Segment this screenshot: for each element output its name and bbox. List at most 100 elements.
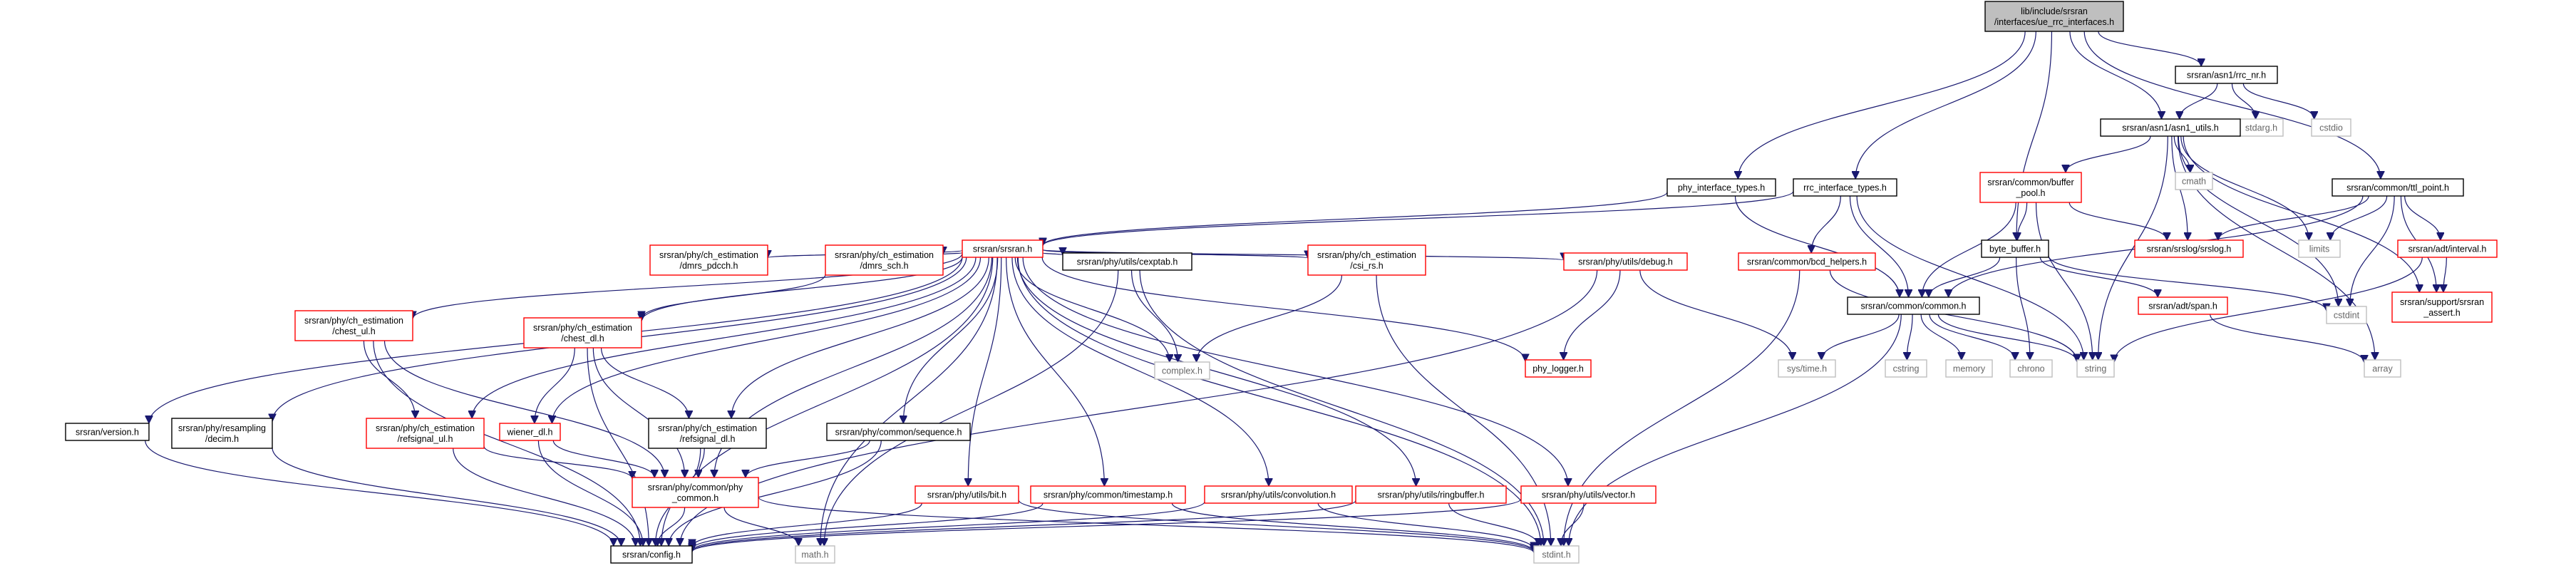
edge-srsran_h-to-cexptab bbox=[1042, 253, 1063, 256]
node-span[interactable]: srsran/adt/span.h bbox=[2138, 296, 2228, 315]
node-cstdio: cstdio bbox=[2311, 118, 2351, 137]
edge-interval-to-string bbox=[2114, 257, 2423, 362]
edge-asn1_utils-to-string bbox=[2098, 135, 2168, 360]
node-label: srsran/phy/common/timestamp.h bbox=[1044, 490, 1173, 500]
node-buffer-pool[interactable]: srsran/common/buffer_pool.h bbox=[1979, 172, 2082, 203]
node-label: srsran/phy/common/phy bbox=[648, 482, 743, 492]
node-bit[interactable]: srsran/phy/utils/bit.h bbox=[915, 485, 1019, 504]
node-memory: memory bbox=[1945, 359, 1993, 378]
edge-srsran_h-to-bit bbox=[968, 257, 1002, 486]
node-label: cstdio bbox=[2319, 123, 2343, 133]
node-rrc-nr[interactable]: srsran/asn1/rrc_nr.h bbox=[2175, 66, 2278, 84]
node-label: complex.h bbox=[1162, 366, 1202, 376]
node-box bbox=[294, 310, 413, 341]
node-box bbox=[1533, 545, 1580, 564]
node-stdarg: stdarg.h bbox=[2239, 118, 2284, 137]
node-box bbox=[632, 477, 759, 508]
node-common-h[interactable]: srsran/common/common.h bbox=[1847, 296, 1980, 315]
node-label: srsran/version.h bbox=[76, 428, 139, 438]
edge-asn1_utils-to-cmath bbox=[2173, 135, 2190, 172]
node-decim[interactable]: srsran/phy/resampling/decim.h bbox=[171, 418, 273, 449]
node-dmrs-pdcch[interactable]: srsran/phy/ch_estimation/dmrs_pdcch.h bbox=[649, 244, 768, 276]
node-version[interactable]: srsran/version.h bbox=[65, 423, 150, 441]
edge-srsran_h-to-convolution bbox=[1011, 257, 1269, 486]
node-box bbox=[1738, 252, 1876, 271]
node-label: /chest_ul.h bbox=[332, 326, 376, 336]
node-phy-logger[interactable]: phy_logger.h bbox=[1525, 359, 1592, 378]
node-math: math.h bbox=[795, 545, 835, 564]
node-box bbox=[1520, 485, 1657, 504]
node-ttl-point[interactable]: srsran/common/ttl_point.h bbox=[2332, 178, 2464, 197]
node-chest-ul[interactable]: srsran/phy/ch_estimation/chest_ul.h bbox=[294, 310, 413, 341]
edge-cexptab-to-complex bbox=[1130, 269, 1178, 362]
edge-byte_buffer-to-span bbox=[2039, 257, 2158, 298]
node-box bbox=[65, 423, 150, 441]
node-label: srsran/adt/span.h bbox=[2148, 301, 2217, 311]
node-vector[interactable]: srsran/phy/utils/vector.h bbox=[1520, 485, 1657, 504]
node-phy-interface-types[interactable]: phy_interface_types.h bbox=[1666, 178, 1776, 197]
node-byte-buffer[interactable]: byte_buffer.h bbox=[1981, 239, 2049, 258]
edge-bit-to-config bbox=[692, 502, 922, 547]
edge-ttl_point-to-srslog bbox=[2218, 195, 2369, 241]
node-box bbox=[1885, 359, 1927, 378]
node-box bbox=[1030, 485, 1186, 504]
edge-srsran_h-to-phy_logger bbox=[1041, 257, 1525, 361]
node-debug[interactable]: srsran/phy/utils/debug.h bbox=[1563, 252, 1688, 271]
edge-buffer_pool-to-srslog bbox=[2068, 202, 2167, 241]
node-config[interactable]: srsran/config.h bbox=[610, 545, 693, 564]
node-bcd-helpers[interactable]: srsran/common/bcd_helpers.h bbox=[1738, 252, 1876, 271]
node-asn1-utils[interactable]: srsran/asn1/asn1_utils.h bbox=[2100, 118, 2241, 137]
node-label: srsran/phy/ch_estimation bbox=[658, 423, 757, 433]
node-label: rrc_interface_types.h bbox=[1803, 183, 1887, 193]
node-box bbox=[795, 545, 835, 564]
node-array: array bbox=[2364, 359, 2401, 378]
node-label: srsran/config.h bbox=[622, 550, 681, 560]
edge-vector-to-config bbox=[692, 498, 1522, 552]
node-csi-rs[interactable]: srsran/phy/ch_estimation/csi_rs.h bbox=[1307, 244, 1426, 276]
node-box bbox=[1984, 1, 2124, 32]
node-box bbox=[2138, 296, 2228, 315]
node-label: _assert.h bbox=[2423, 308, 2460, 318]
node-convolution[interactable]: srsran/phy/utils/convolution.h bbox=[1204, 485, 1353, 504]
node-box bbox=[499, 423, 561, 441]
node-chest-dl[interactable]: srsran/phy/ch_estimation/chest_dl.h bbox=[523, 317, 642, 348]
node-label: phy_logger.h bbox=[1532, 364, 1584, 374]
node-label: lib/include/srsran bbox=[2021, 6, 2088, 16]
node-label: srsran/phy/utils/convolution.h bbox=[1221, 490, 1336, 500]
node-cexptab[interactable]: srsran/phy/utils/cexptab.h bbox=[1062, 252, 1192, 271]
edge-rrc_nr-to-asn1_utils bbox=[2180, 83, 2218, 120]
node-label: stdarg.h bbox=[2245, 123, 2277, 133]
edge-root-to-rrc_interface_types bbox=[1855, 31, 2036, 179]
node-srsran-assert[interactable]: srsran/support/srsran_assert.h bbox=[2391, 291, 2493, 323]
node-rrc-interface-types[interactable]: rrc_interface_types.h bbox=[1793, 178, 1897, 197]
node-refsignal-ul[interactable]: srsran/phy/ch_estimation/refsignal_ul.h bbox=[366, 418, 485, 449]
node-box bbox=[2397, 239, 2498, 258]
node-stdint: stdint.h bbox=[1533, 545, 1580, 564]
edge-buffer_pool-to-common_h bbox=[1922, 202, 2016, 297]
node-label: srsran/phy/ch_estimation bbox=[533, 323, 632, 333]
node-box bbox=[1847, 296, 1980, 315]
node-label: srsran/phy/ch_estimation bbox=[304, 316, 403, 326]
node-sequence[interactable]: srsran/phy/common/sequence.h bbox=[826, 423, 971, 441]
node-root[interactable]: lib/include/srsran/interfaces/ue_rrc_int… bbox=[1984, 1, 2124, 32]
node-srsran-h[interactable]: srsran/srsran.h bbox=[962, 239, 1044, 258]
node-box bbox=[962, 239, 1044, 258]
edge-chest_dl-to-phy_common bbox=[592, 347, 684, 477]
node-dmrs-sch[interactable]: srsran/phy/ch_estimation/dmrs_sch.h bbox=[825, 244, 944, 276]
node-wiener-dl[interactable]: wiener_dl.h bbox=[499, 423, 561, 441]
node-label: srsran/adt/interval.h bbox=[2408, 244, 2487, 254]
node-cstring: cstring bbox=[1885, 359, 1927, 378]
node-ringbuffer[interactable]: srsran/phy/utils/ringbuffer.h bbox=[1355, 485, 1507, 504]
node-label: srsran/phy/utils/ringbuffer.h bbox=[1378, 490, 1485, 500]
node-box bbox=[171, 418, 273, 449]
node-interval[interactable]: srsran/adt/interval.h bbox=[2397, 239, 2498, 258]
node-srslog[interactable]: srsran/srslog/srslog.h bbox=[2134, 239, 2244, 258]
node-label: sys/time.h bbox=[1787, 364, 1827, 374]
edge-debug-to-sys_time bbox=[1639, 269, 1793, 360]
node-timestamp[interactable]: srsran/phy/common/timestamp.h bbox=[1030, 485, 1186, 504]
node-label: /csi_rs.h bbox=[1350, 261, 1384, 271]
node-label: srsran/common/common.h bbox=[1861, 301, 1967, 311]
node-phy-common[interactable]: srsran/phy/common/phy_common.h bbox=[632, 477, 759, 508]
node-refsignal-dl[interactable]: srsran/phy/ch_estimation/refsignal_dl.h bbox=[648, 418, 767, 449]
